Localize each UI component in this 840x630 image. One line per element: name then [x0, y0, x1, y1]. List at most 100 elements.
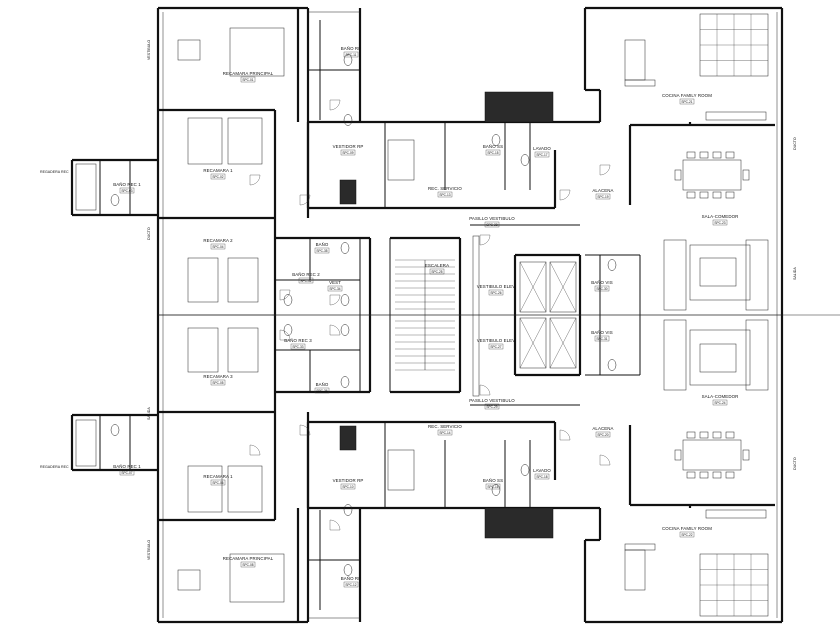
room-tag-box: [210, 479, 226, 486]
kitchen-island: [624, 543, 656, 551]
toilet: [520, 464, 530, 476]
service-bed: [387, 449, 415, 491]
chair: [699, 191, 709, 199]
room-label-lavado-top: LAVADO: [533, 146, 551, 151]
room-tag-vestibulo-elev: SPC-26: [490, 291, 501, 295]
top-apartment: [70, 6, 784, 316]
room-tag-box: [327, 285, 343, 292]
room-tag-box: [595, 193, 611, 200]
room-tag-box: [290, 343, 306, 350]
room-tag-pasillo-bottom: SPC-29: [486, 405, 497, 409]
room-label-recamara-2: RECAMARA 2: [203, 238, 233, 243]
chair: [725, 151, 735, 159]
room-tag-vestidor-bottom: SPC-10: [342, 485, 353, 489]
dining-table: [682, 439, 742, 471]
room-tag-box: [534, 473, 550, 480]
room-label-vestidor-bottom: VESTIDOR RP: [333, 478, 364, 483]
room-label-recamara-1-top: RECAMARA 1: [203, 168, 233, 173]
room-tag-alacena-top: SPC-19: [597, 195, 608, 199]
room-tag-box: [488, 343, 504, 350]
door-swing: [329, 99, 341, 111]
room-tag-bano-visitas-bottom: SPC-31: [596, 337, 607, 341]
room-tag-box: [314, 387, 330, 394]
room-tag-box: [484, 221, 500, 228]
room-tag-vestidor-top: SPC-09: [342, 151, 353, 155]
room-tag-box: [437, 191, 453, 198]
armchair: [177, 569, 201, 591]
elevator-car: [549, 261, 577, 313]
bed: [227, 465, 263, 513]
chair: [686, 151, 696, 159]
room-tag-lavado-top: SPC-17: [536, 153, 547, 157]
master-bed: [229, 553, 285, 603]
room-tag-sala-comedor-top: SPC-23: [714, 221, 725, 225]
room-tag-recamara-principal-top: SPC-01: [242, 78, 253, 82]
room-tag-box: [488, 289, 504, 296]
room-tag-box: [485, 483, 501, 490]
dark-shaft: [484, 507, 554, 539]
room-label-bano-rec2: BAÑO REC 2: [292, 272, 320, 277]
room-label-bano-rp-bottom: BAÑO RP: [341, 576, 361, 581]
side-label-vertical-right: DUCTO: [793, 457, 797, 470]
room-tag-recamara-1-bottom: SPC-06: [212, 481, 223, 485]
room-tag-box: [210, 173, 226, 180]
chair: [686, 431, 696, 439]
toilet: [607, 259, 617, 271]
door-swing: [329, 294, 341, 306]
room-label-rec-servicio-top: REC. SERVICIO: [428, 186, 462, 191]
chair: [712, 431, 722, 439]
room-tag-box: [314, 247, 330, 254]
toilet: [110, 424, 120, 436]
door-swing: [599, 454, 611, 466]
door-swing: [559, 429, 571, 441]
room-tag-box: [429, 268, 445, 275]
toilet: [340, 242, 350, 254]
shower-stall: [75, 163, 97, 211]
room-label-bano-serv-bottom: BAÑO SS: [483, 478, 503, 483]
chair: [674, 449, 682, 461]
chair: [742, 169, 750, 181]
room-tag-box: [340, 483, 356, 490]
room-tag-box: [298, 277, 314, 284]
room-tag-bano-visitas-top: SPC-30: [596, 287, 607, 291]
room-label-bano-rec-bottom: BAÑO REC 1: [113, 464, 141, 469]
door-swing: [329, 324, 341, 336]
toilet: [283, 324, 293, 336]
room-tag-box: [594, 285, 610, 292]
shower-stall: [75, 419, 97, 467]
room-tag-bano-rec-bottom: SPC-07: [121, 471, 132, 475]
top-furniture: [110, 13, 769, 311]
toilet: [491, 134, 501, 146]
chair: [712, 191, 722, 199]
room-label-bano-top-small: BAÑO: [316, 242, 329, 247]
sofa: [663, 319, 687, 391]
kitchen-island: [624, 79, 656, 87]
door-swing: [299, 194, 311, 206]
toilet: [340, 294, 350, 306]
room-tag-box: [712, 219, 728, 226]
chair: [712, 151, 722, 159]
door-swing: [479, 234, 491, 246]
room-tag-box: [210, 243, 226, 250]
room-label-bano-rec3: BAÑO REC 3: [284, 338, 312, 343]
kitchen-counter: [624, 39, 646, 81]
room-label-recamara-3: RECAMARA 3: [203, 374, 233, 379]
room-label-rec-servicio-bottom: REC. SERVICIO: [428, 424, 462, 429]
chair: [699, 431, 709, 439]
room-tag-box: [679, 531, 695, 538]
room-tag-box: [343, 581, 359, 588]
side-label-regadera: REGADERA REC: [40, 465, 69, 469]
side-label-vertical-right: DUCTO: [793, 137, 797, 150]
room-label-bano-visitas-top: BAÑO VIS: [591, 280, 613, 285]
bed: [187, 117, 223, 165]
room-tag-bano-rp-bottom: SPC-12: [345, 583, 356, 587]
room-tag-recamara-principal-bottom: SPC-08: [242, 563, 253, 567]
chair: [699, 151, 709, 159]
coffee-table-area: [689, 244, 751, 301]
room-label-bano-rp-top: BAÑO RP: [341, 46, 361, 51]
room-tag-bano-rec-top: SPC-03: [121, 189, 132, 193]
bed: [227, 327, 259, 373]
room-tag-box: [594, 335, 610, 342]
room-tag-lavado-bottom: SPC-18: [536, 475, 547, 479]
